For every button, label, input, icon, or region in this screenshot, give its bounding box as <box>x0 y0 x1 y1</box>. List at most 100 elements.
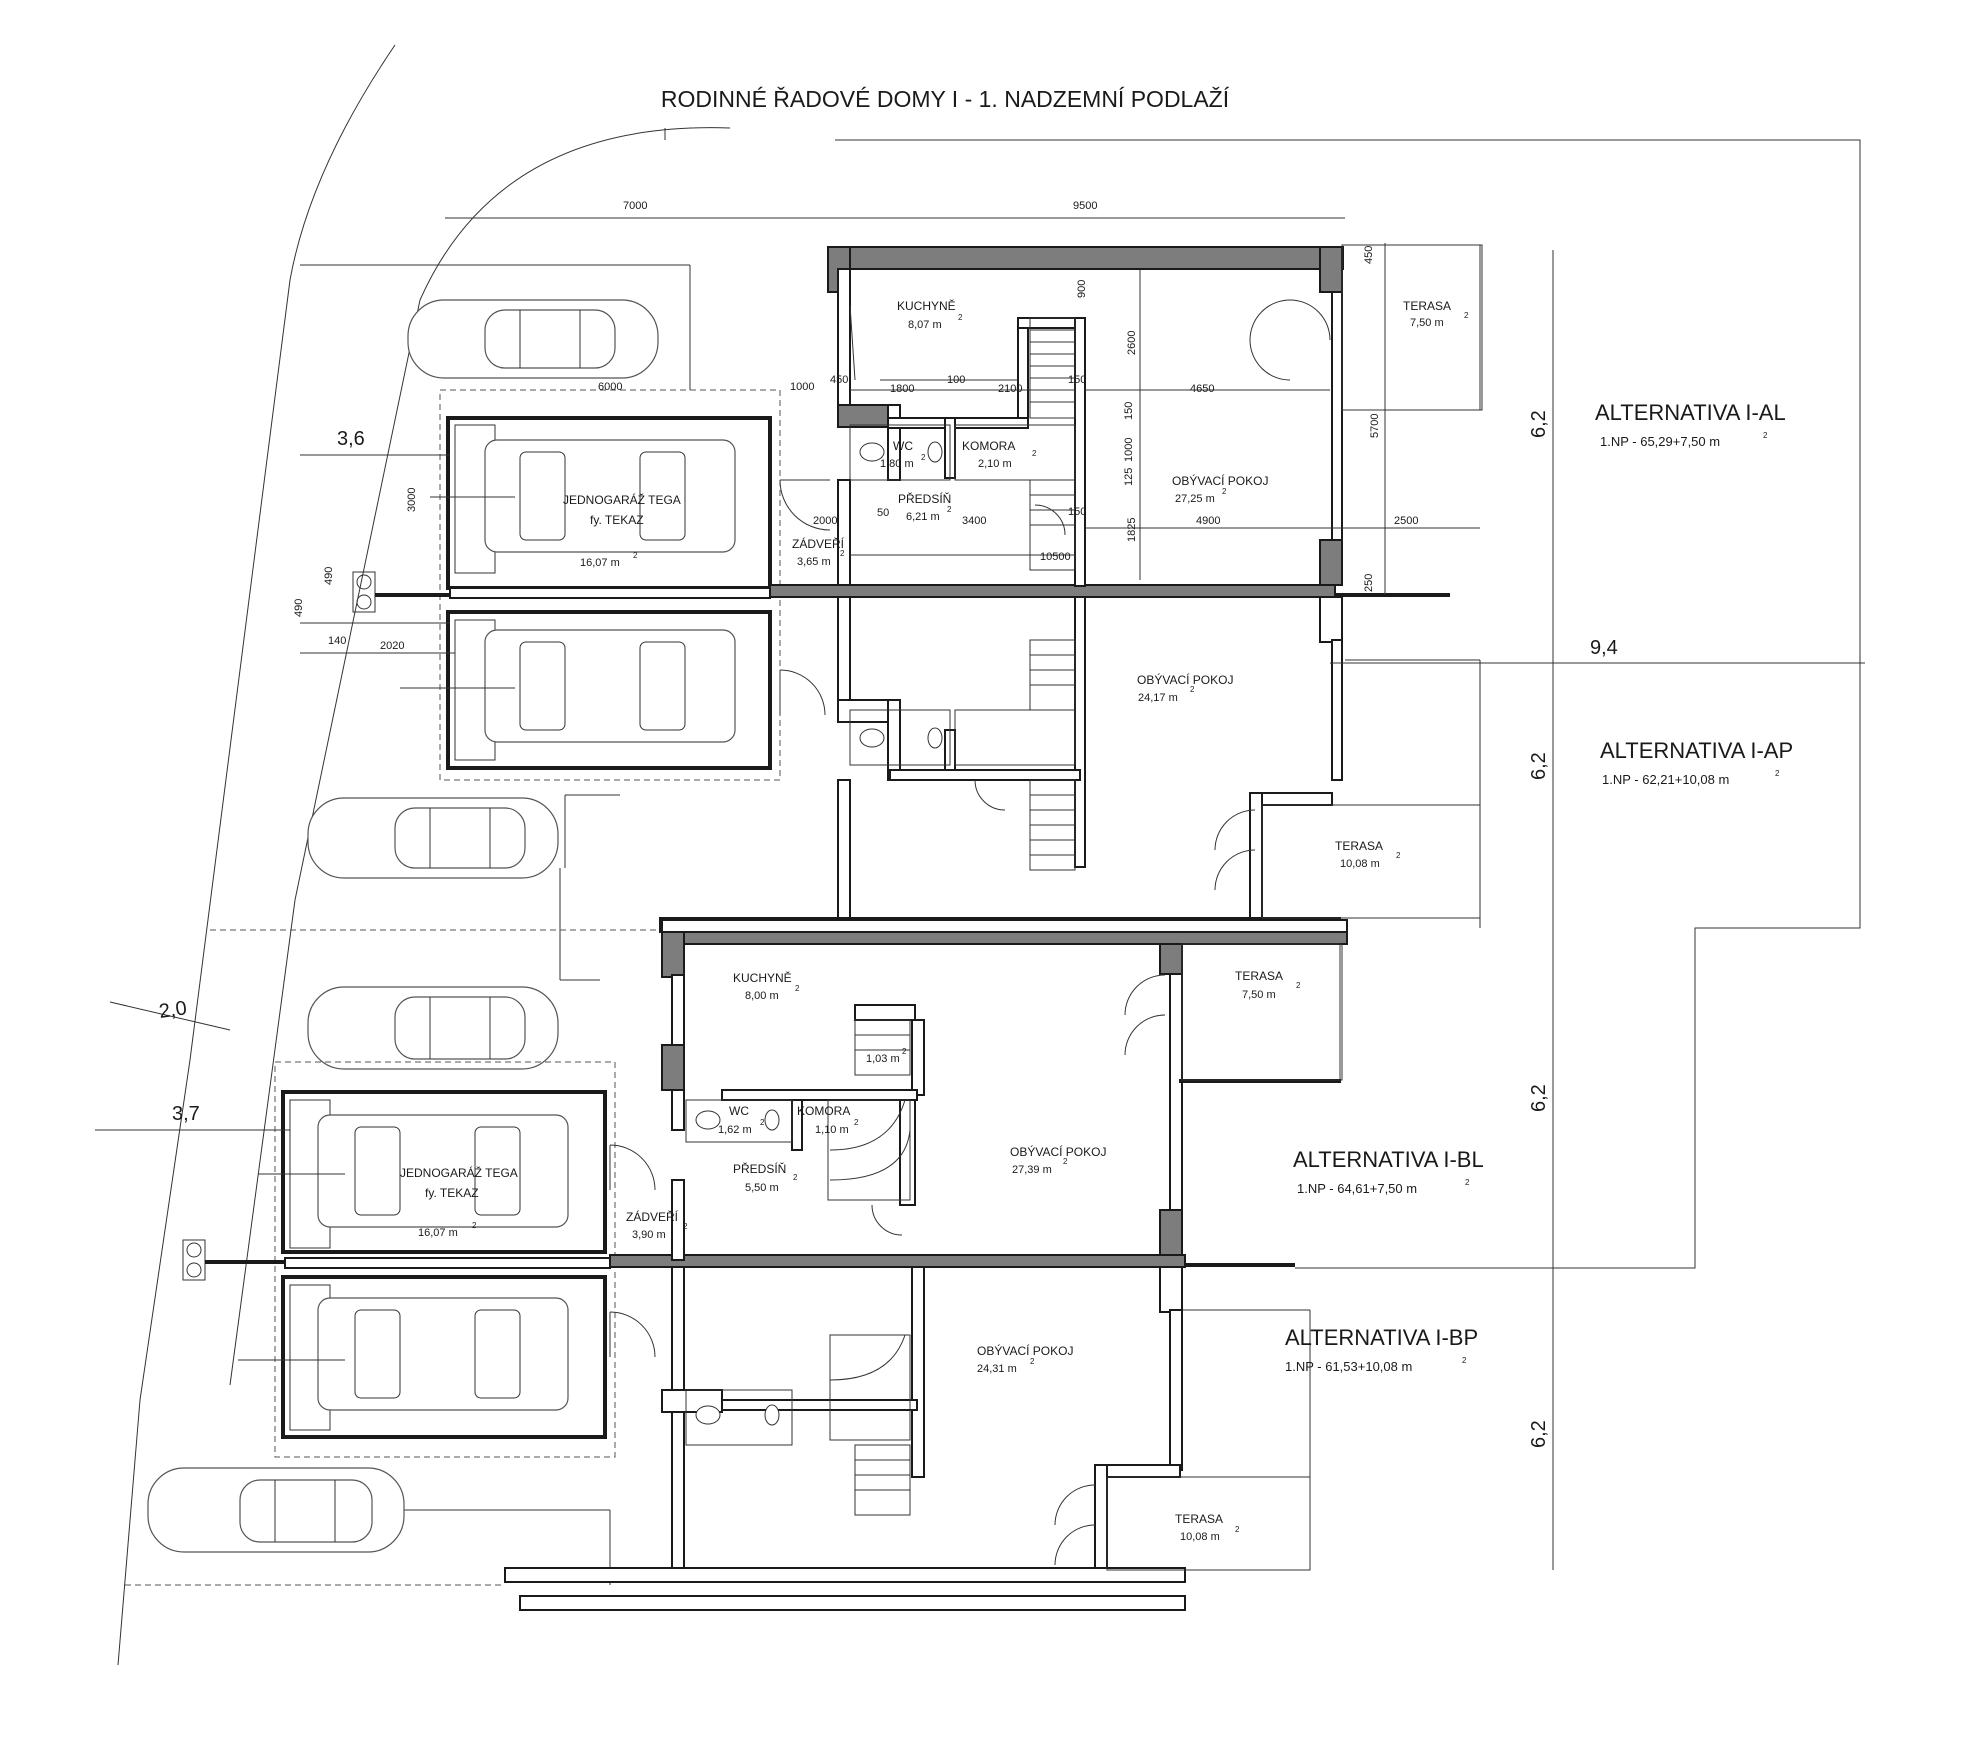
terrace-bp-area <box>1106 1476 1311 1571</box>
alternative-ap-area: 1.NP - 62,21+10,08 m <box>1602 772 1729 787</box>
room-al-hall-name: PŘEDSÍŇ <box>898 491 951 506</box>
room-bl-wc-name: WC <box>729 1104 749 1118</box>
room-bl-kitchen-area: 8,00 m <box>745 990 779 1002</box>
alternative-bp-sup: 2 <box>1462 1356 1467 1365</box>
alternative-al-area: 1.NP - 65,29+7,50 m <box>1600 434 1720 449</box>
dim-150-c: 150 <box>1068 506 1086 518</box>
garage-bl-sup: 2 <box>472 1221 477 1230</box>
room-bl-vestibule-name: ZÁDVEŘÍ <box>626 1209 679 1224</box>
unit-bp-walls <box>504 1266 1186 1611</box>
room-bl-hall-area: 5,50 m <box>745 1182 779 1194</box>
room-bl-vestibule-area: 3,90 m <box>632 1229 666 1241</box>
alternative-al-title: ALTERNATIVA I-AL <box>1595 400 1786 425</box>
room-al-terrace-area: 7,50 m <box>1410 317 1444 329</box>
room-bp-terrace-area: 10,08 m <box>1180 1531 1220 1543</box>
alternative-bp-area: 1.NP - 61,53+10,08 m <box>1285 1359 1412 1374</box>
stairs-al <box>1029 317 1076 571</box>
room-al-kitchen-name: KUCHYNĚ <box>897 298 956 313</box>
gate-post-a <box>352 571 450 613</box>
room-al-wc-area: 1,80 m <box>880 458 914 470</box>
room-bp-living-name: OBÝVACÍ POKOJ <box>977 1343 1073 1358</box>
room-al-wc-name: WC <box>893 439 913 453</box>
dim-big-6-2-b: 6,2 <box>1528 752 1550 780</box>
terrace-al-area <box>1341 244 1483 411</box>
dim-2500: 2500 <box>1394 515 1418 527</box>
terrace-ap-area <box>1261 804 1481 919</box>
room-bl-vestibule-sup: 2 <box>683 1222 688 1231</box>
stairs-bl <box>827 1019 911 1201</box>
room-bl-storage-sup: 2 <box>902 1047 907 1056</box>
garage-b-right <box>238 1275 607 1439</box>
party-wall-a <box>449 584 1450 599</box>
dim-big-6-2-a: 6,2 <box>1528 410 1550 438</box>
wc-bp <box>685 1389 793 1446</box>
party-wall-b <box>284 1254 1295 1269</box>
room-bl-terrace-sup: 2 <box>1296 981 1301 990</box>
room-al-hall-sup: 2 <box>947 505 952 514</box>
dim-10500: 10500 <box>1040 551 1071 563</box>
room-bl-hall-sup: 2 <box>793 1173 798 1182</box>
room-ap-terrace-sup: 2 <box>1396 851 1401 860</box>
room-al-pantry-area: 2,10 m <box>978 458 1012 470</box>
dim-big-9-4: 9,4 <box>1590 637 1618 659</box>
room-bl-pantry-sup: 2 <box>854 1118 859 1127</box>
room-al-vestibule-sup: 2 <box>840 549 845 558</box>
dim-big-6-2-d: 6,2 <box>1528 1420 1550 1448</box>
room-al-living-name: OBÝVACÍ POKOJ <box>1172 473 1268 488</box>
garage-b-left <box>258 1061 616 1458</box>
doors-ap <box>779 669 1256 891</box>
garage-a-left <box>430 389 781 781</box>
dim-450-mid: 450 <box>830 374 848 386</box>
alternative-ap-sup: 2 <box>1775 769 1780 778</box>
dim-1000-top: 1000 <box>790 381 814 393</box>
room-al-living-sup: 2 <box>1222 487 1227 496</box>
dim-4650: 4650 <box>1190 383 1214 395</box>
wc-ap <box>849 709 1076 766</box>
dim-490-a: 490 <box>323 567 335 585</box>
room-al-living-area: 27,25 m <box>1175 493 1215 505</box>
dim-6000: 6000 <box>598 381 622 393</box>
room-bp-living-area: 24,31 m <box>977 1363 1017 1375</box>
dim-2600: 2600 <box>1126 331 1138 355</box>
garage-al-area: 16,07 m <box>580 557 620 569</box>
parked-car-2 <box>307 797 559 879</box>
room-al-terrace-name: TERASA <box>1403 299 1451 313</box>
dim-5700: 5700 <box>1369 414 1381 438</box>
room-bl-pantry-area: 1,10 m <box>815 1124 849 1136</box>
room-bp-terrace-name: TERASA <box>1175 1512 1223 1526</box>
dim-2000: 2000 <box>813 515 837 527</box>
dimension-lines <box>95 217 1865 1570</box>
room-al-vestibule-area: 3,65 m <box>797 556 831 568</box>
room-bl-storage-area: 1,03 m <box>866 1053 900 1065</box>
dim-big-2-0: 2,0 <box>158 997 189 1023</box>
dim-9500: 9500 <box>1073 200 1097 212</box>
alternative-bl-area: 1.NP - 64,61+7,50 m <box>1297 1181 1417 1196</box>
doors-bl <box>609 974 1166 1236</box>
parked-car-1 <box>407 299 659 379</box>
room-bl-wc-sup: 2 <box>760 1118 765 1127</box>
alternative-bl-sup: 2 <box>1465 1178 1470 1187</box>
room-al-wc-sup: 2 <box>921 453 926 462</box>
garage-al-maker: fy. TEKAZ <box>590 513 644 527</box>
garage-al-sup: 2 <box>633 551 638 560</box>
room-bl-kitchen-sup: 2 <box>795 984 800 993</box>
dim-7000: 7000 <box>623 200 647 212</box>
dim-big-3-7: 3,7 <box>172 1103 200 1125</box>
room-bl-hall-name: PŘEDSÍŇ <box>733 1161 786 1176</box>
garage-bl-maker: fy. TEKAZ <box>425 1186 479 1200</box>
alternative-al-sup: 2 <box>1763 431 1768 440</box>
room-bl-pantry-name: KOMORA <box>797 1104 850 1118</box>
room-bl-kitchen-name: KUCHYNĚ <box>733 970 792 985</box>
room-bl-terrace-area: 7,50 m <box>1242 989 1276 1001</box>
unit-bl-walls <box>661 919 1348 1261</box>
dim-2100: 2100 <box>998 383 1022 395</box>
garage-bl-name: JEDNOGARÁŽ TEGA <box>400 1165 518 1180</box>
room-bl-living-area: 27,39 m <box>1012 1164 1052 1176</box>
room-ap-living-sup: 2 <box>1190 685 1195 694</box>
stairs-ap <box>1029 639 1076 871</box>
room-al-pantry-name: KOMORA <box>962 439 1015 453</box>
garage-bl-area: 16,07 m <box>418 1227 458 1239</box>
unit-al-walls <box>827 246 1344 587</box>
dim-3000: 3000 <box>406 488 418 512</box>
